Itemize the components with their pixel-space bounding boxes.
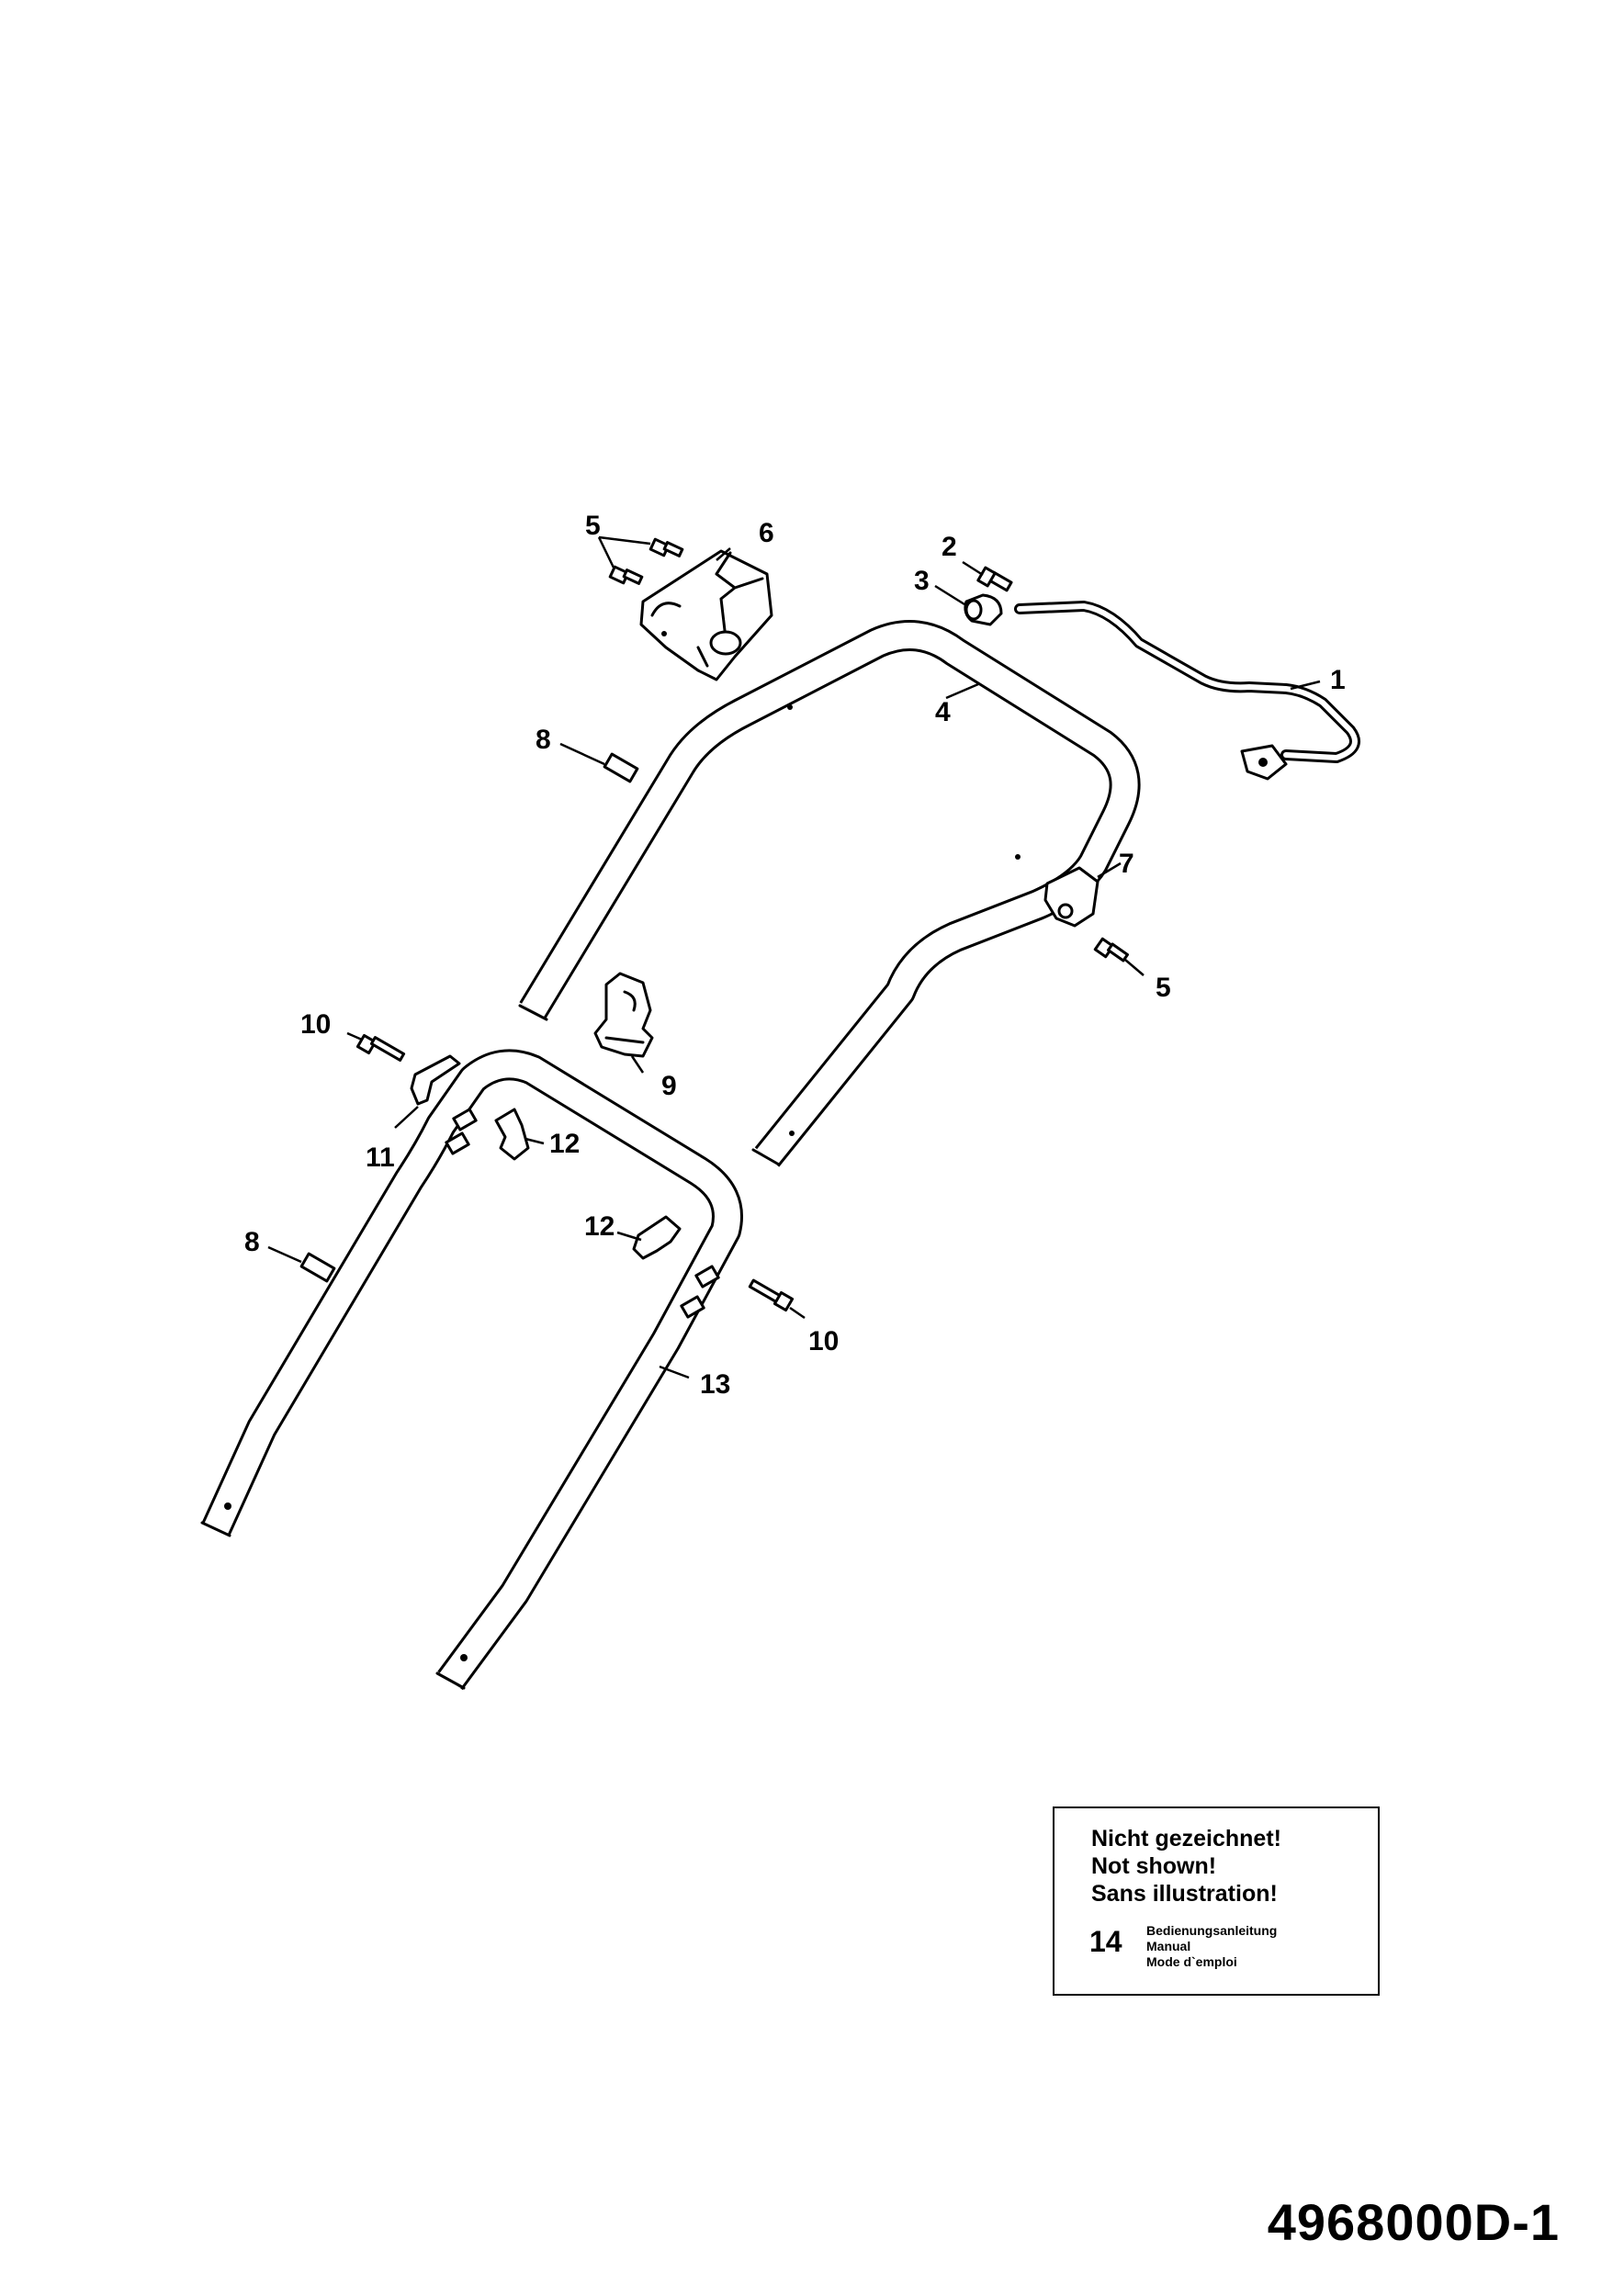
callout-8-left: 8 (244, 1227, 260, 1257)
callout-9: 9 (661, 1071, 677, 1101)
switch-housing (639, 549, 773, 681)
screw-part-5-top (608, 537, 684, 585)
note-item-english: Manual (1146, 1939, 1191, 1953)
note-line-english: Not shown! (1091, 1853, 1217, 1879)
callout-7: 7 (1119, 849, 1134, 879)
screw-part-5-right (1093, 937, 1129, 962)
callout-10-left: 10 (300, 1009, 331, 1040)
note-item-german: Bedienungsanleitung (1146, 1923, 1278, 1938)
callout-11: 11 (366, 1142, 395, 1173)
bolt-part-10-left (355, 1033, 406, 1062)
note-item-number: 14 (1089, 1925, 1122, 1958)
leader-lines (267, 535, 1321, 1379)
clamp-part-7 (1043, 866, 1100, 928)
callout-13: 13 (700, 1369, 730, 1400)
callout-4: 4 (935, 697, 951, 727)
upper-handle-bar (518, 620, 1141, 1167)
note-line-german: Nicht gezeichnet! (1091, 1826, 1281, 1851)
callout-8-top: 8 (536, 725, 551, 755)
callout-10-right: 10 (808, 1326, 839, 1356)
callout-12-right: 12 (584, 1211, 615, 1242)
not-shown-note-box: Nicht gezeichnet! Not shown! Sans illust… (1053, 1806, 1380, 1996)
callout-5-top: 5 (585, 511, 601, 541)
callout-3: 3 (914, 566, 930, 596)
wing-knob-part-12-right (632, 1215, 682, 1260)
nipple-part-3 (964, 593, 1003, 626)
control-rod (1014, 601, 1360, 781)
callout-6: 6 (759, 518, 774, 548)
spacer-part-8-left (299, 1252, 336, 1283)
bolt-part-10-right (748, 1278, 795, 1312)
wing-knob-part-12-top (494, 1108, 530, 1161)
bracket-part-11 (410, 1054, 461, 1106)
callout-12-top: 12 (549, 1129, 580, 1159)
callout-1: 1 (1330, 665, 1346, 695)
callout-5-right: 5 (1156, 973, 1171, 1003)
lower-handle-bar (200, 1049, 743, 1691)
spacer-part-8-top (603, 752, 639, 783)
screw-part-2 (976, 566, 1013, 592)
callout-2: 2 (942, 532, 957, 562)
cable-holder-part-9 (593, 972, 654, 1058)
note-item-french: Mode d`emploi (1146, 1954, 1237, 1969)
drawing-number: 4968000D-1 (1267, 2193, 1560, 2251)
note-line-french: Sans illustration! (1091, 1881, 1278, 1907)
